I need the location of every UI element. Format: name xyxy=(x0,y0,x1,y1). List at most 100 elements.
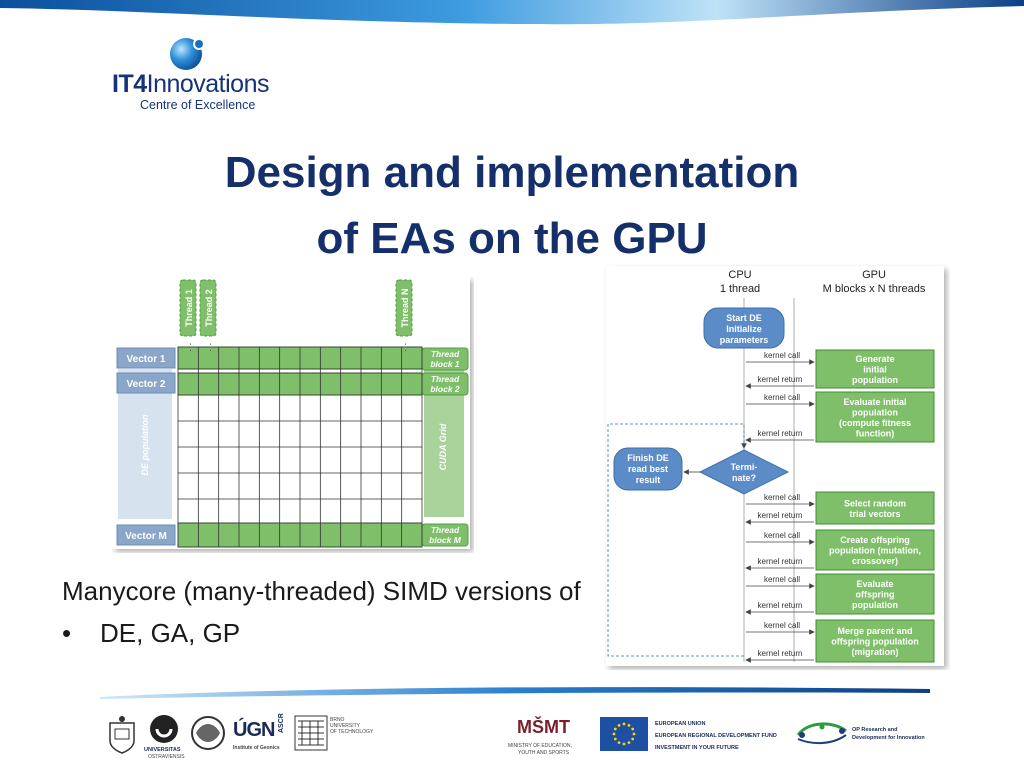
gpu-step-box xyxy=(815,573,935,615)
gpu-step-box xyxy=(815,491,935,525)
finish-de-box xyxy=(613,447,683,491)
msmt-logo-text: MŠMT xyxy=(517,717,570,737)
ugn-sub: Institute of Geonics xyxy=(233,745,280,751)
gpu-step-label: initial xyxy=(863,365,887,375)
eu-star xyxy=(612,732,616,736)
bullet-item-row: • DE, GA, GP xyxy=(62,612,702,654)
thread-block-1-label-b: block 1 xyxy=(430,359,460,369)
eu-star xyxy=(631,737,635,741)
gpu-step-label: crossover) xyxy=(852,556,898,566)
kernel-return-label: kernel return xyxy=(758,511,803,520)
eu-star xyxy=(613,727,617,731)
gpu-step-label: trial vectors xyxy=(849,509,900,519)
top-decorative-band xyxy=(0,0,1024,25)
thread-1-dots: ⋮ xyxy=(186,343,195,353)
gpu-step-label: Merge parent and xyxy=(837,626,912,636)
gpu-header-sub: M blocks x N threads xyxy=(823,283,926,295)
title-line-2: of EAs on the GPU xyxy=(316,214,708,263)
finish-de-line-3: result xyxy=(636,475,661,485)
university-crest-icon xyxy=(109,716,135,754)
title-line-1: Design and implementation xyxy=(224,148,800,197)
body-line: Manycore (many-threaded) SIMD versions o… xyxy=(62,576,581,606)
slide-body: Manycore (many-threaded) SIMD versions o… xyxy=(62,570,702,654)
op-research-logo-icon xyxy=(796,722,847,745)
eu-star xyxy=(631,727,635,731)
brno-tech-logo-icon xyxy=(294,715,328,751)
ugn-logo-text: ÚGN xyxy=(233,719,275,741)
gpu-step-box xyxy=(815,391,935,443)
gpu-step-label: (compute fitness xyxy=(839,418,911,428)
population-column xyxy=(118,369,172,519)
vector-1-box xyxy=(116,347,176,369)
logo-sphere-icon xyxy=(170,38,205,70)
start-de-line-3: parameters xyxy=(720,335,769,345)
gpu-step-label: offspring population xyxy=(831,637,918,647)
slide-title: Design and implementation of EAs on the … xyxy=(112,140,912,272)
eu-star xyxy=(617,741,621,745)
eu-line-2: EUROPEAN REGIONAL DEVELOPMENT FUND xyxy=(655,733,777,739)
thread-block-2-label-a: Thread xyxy=(431,374,460,384)
thread-n-dots: ⋮ xyxy=(401,343,410,353)
gpu-step-label: function) xyxy=(856,428,895,438)
thread-block-2-label-b: block 2 xyxy=(430,384,460,394)
vector-2-label: Vector 2 xyxy=(127,379,166,390)
cpu-header-sub: 1 thread xyxy=(720,283,760,295)
kernel-return-label: kernel return xyxy=(758,649,803,658)
vector-m-label: Vector M xyxy=(125,531,167,542)
logo-subtitle: Centre of Excellence xyxy=(140,98,256,112)
cpu-header: CPU xyxy=(728,269,751,281)
eu-star xyxy=(632,732,636,736)
ascr-label: ASCR xyxy=(278,713,285,733)
grid-lines xyxy=(177,346,423,548)
kernel-call-label: kernel call xyxy=(764,621,800,630)
loop-dashed-line xyxy=(607,423,747,657)
eu-star xyxy=(617,723,621,727)
kernel-call-label: kernel call xyxy=(764,531,800,540)
eu-flag-icon xyxy=(600,717,648,751)
thread-2-label: Thread 2 xyxy=(204,289,214,327)
op-line-2: Development for Innovation xyxy=(852,735,925,741)
bullet-item-text: DE, GA, GP xyxy=(100,618,241,648)
kernel-call-label: kernel call xyxy=(764,351,800,360)
thread-block-m-label-b: block M xyxy=(429,535,462,545)
cpu-gpu-flowchart: CPU 1 thread GPU M blocks x N threads St… xyxy=(606,266,944,666)
population-label: DE population xyxy=(140,414,150,475)
thread-2-dots: ⋮ xyxy=(206,343,215,353)
universitas-ostraviensis-logo xyxy=(150,715,178,743)
vector-1-label: Vector 1 xyxy=(127,354,166,365)
vector-m-box xyxy=(116,524,176,546)
kernel-return-label: kernel return xyxy=(758,375,803,384)
cuda-grid-label: CUDA Grid xyxy=(438,423,448,470)
kernel-call-label: kernel call xyxy=(764,493,800,502)
thread-block-1-label-a: Thread xyxy=(431,349,460,359)
kernel-call-label: kernel call xyxy=(764,393,800,402)
thread-2-box xyxy=(199,279,217,337)
gpu-step-label: offspring xyxy=(856,590,895,600)
bullet-mark: • xyxy=(62,618,72,648)
gpu-step-label: Select random xyxy=(844,498,906,508)
gpu-step-box xyxy=(815,619,935,663)
gpu-step-label: (migration) xyxy=(852,647,899,657)
kernel-call-label: kernel call xyxy=(764,575,800,584)
start-de-line-2: Initialize xyxy=(726,324,762,334)
eu-star xyxy=(627,741,631,745)
gpu-step-label: population xyxy=(852,407,898,417)
gpu-step-label: population (mutation, xyxy=(829,546,921,556)
start-de-line-1: Start DE xyxy=(726,313,762,323)
gpu-step-label: Evaluate xyxy=(856,579,893,589)
logo-brand-text: IT4Innovations xyxy=(112,70,270,98)
brno-line-3: OF TECHNOLOGY xyxy=(330,729,374,735)
vsb-emblem-icon xyxy=(191,716,225,750)
gpu-step-label: Evaluate initial xyxy=(843,397,906,407)
vector-2-box xyxy=(116,372,176,394)
thread-n-label: Thread N xyxy=(400,288,410,327)
eu-star xyxy=(622,742,626,746)
gpu-step-label: population xyxy=(852,375,898,385)
thread-1-box xyxy=(179,279,197,337)
it4innovations-logo: IT4Innovations Centre of Excellence xyxy=(110,34,280,116)
gpu-step-box xyxy=(815,529,935,571)
finish-de-line-1: Finish DE xyxy=(627,453,669,463)
universitas-label: UNIVERSITAS xyxy=(144,747,181,753)
thread-n-box xyxy=(395,279,413,337)
